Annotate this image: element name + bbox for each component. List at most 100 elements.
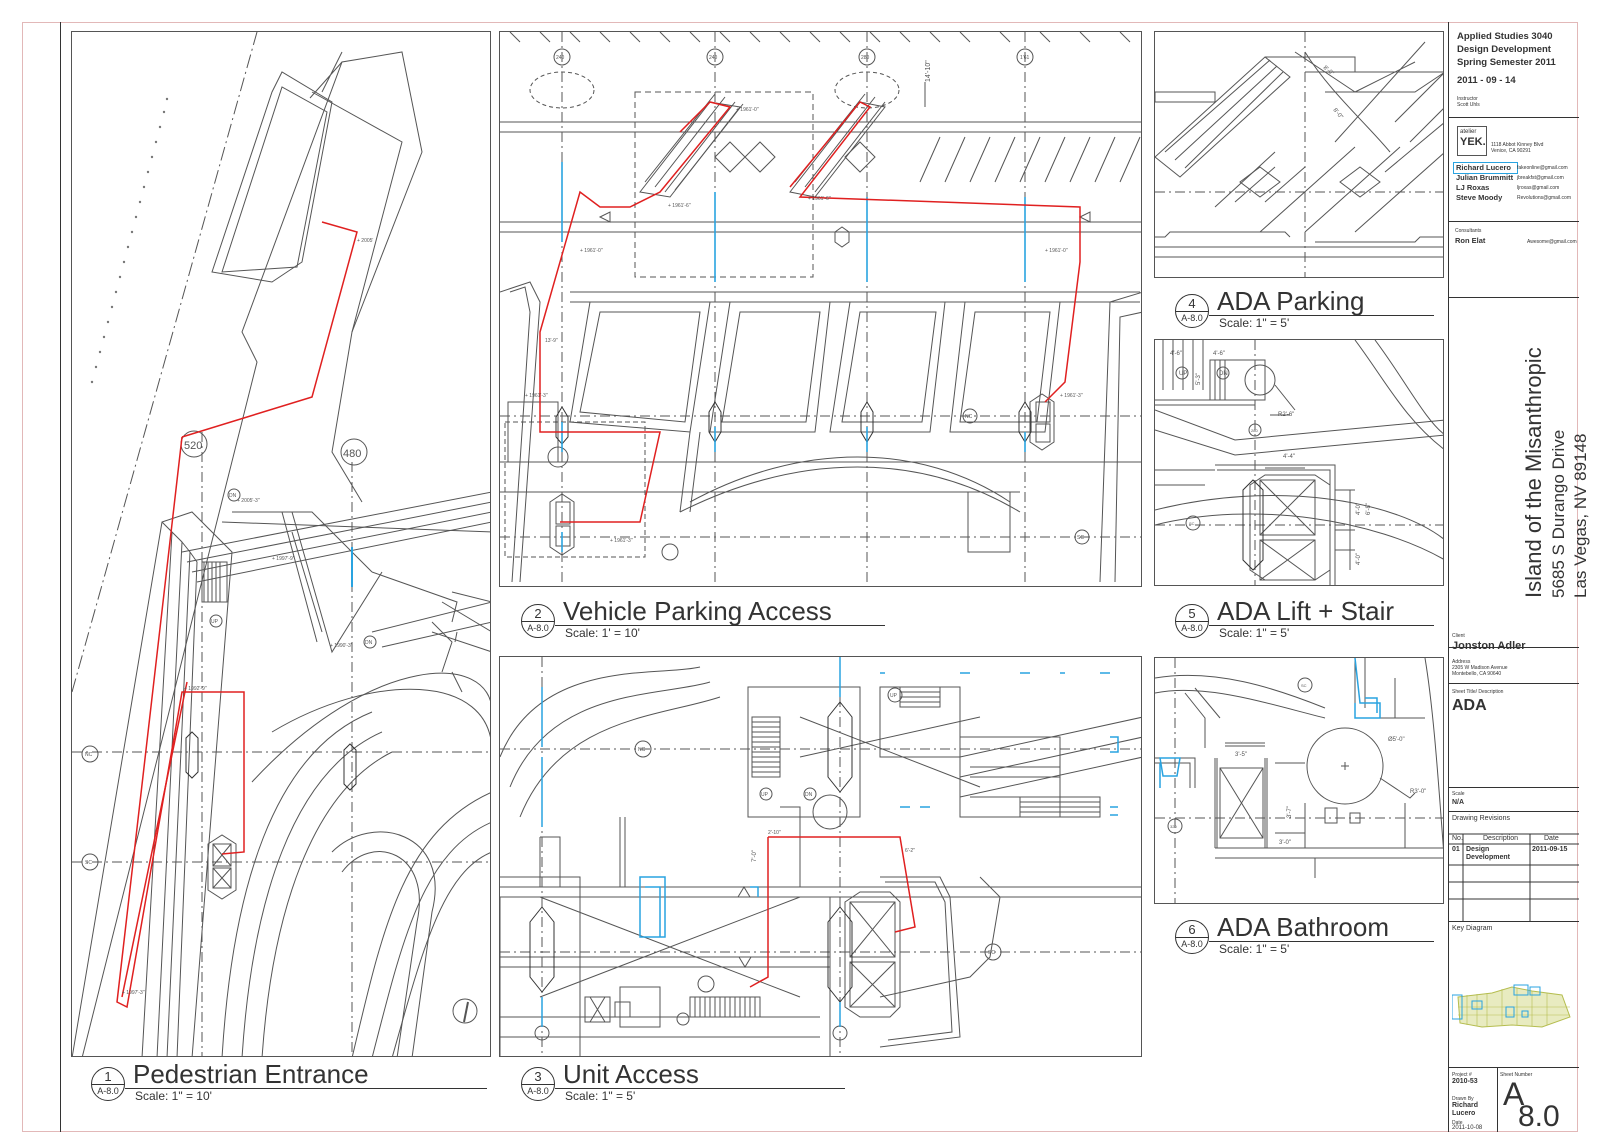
revision-number: 01	[1452, 846, 1460, 853]
key-diagram: Key Diagram	[1449, 922, 1579, 1068]
revision-date: 2011-09-15	[1532, 846, 1568, 853]
drawing-number: 1	[104, 1069, 112, 1084]
sheet-reference: A-8.0	[1181, 939, 1203, 949]
course-name: Applied Studies 3040	[1457, 31, 1553, 42]
project-address-line-1: 5685 S Durango Drive	[1549, 429, 1568, 598]
course-date: 2011 - 09 - 14	[1457, 75, 1516, 86]
drawing-title: Pedestrian Entrance	[133, 1059, 369, 1089]
dimension-note: 13'-9"	[545, 338, 558, 344]
date-label: Date	[1452, 1120, 1463, 1126]
elevation-note: + 2005'-3"	[237, 498, 260, 504]
grid-marker: 320	[1170, 824, 1177, 829]
revision-description: Design Development	[1466, 846, 1510, 861]
drawing-scale: Scale: 1" = 5'	[1219, 316, 1290, 330]
south-corner-tag: SC	[1189, 521, 1195, 526]
course-phase: Design Development	[1457, 44, 1551, 55]
drawing-number: 5	[1188, 606, 1196, 621]
dimension-note: 4'-0"	[1356, 553, 1362, 565]
sheet-reference: A-8.0	[97, 1086, 119, 1096]
team-member-email: ljroxas@gmail.com	[1517, 185, 1560, 191]
team-member-email: fakeonline@gmail.com	[1517, 165, 1568, 171]
elevation-note: + 1961'-0"	[1045, 248, 1068, 254]
grid-marker: 1'61	[1020, 55, 1030, 61]
dimension-note: 14'-10"	[925, 60, 932, 82]
drawing-scale: Scale: 1" = 10'	[135, 1089, 212, 1103]
title-block: Applied Studies 3040 Design Development …	[1448, 22, 1590, 1133]
sheet-title-info: Sheet Title/ Description ADA	[1449, 684, 1579, 788]
ada-parking-plan: 8'-0" 8'-0"	[1155, 32, 1443, 277]
stair-up-tag: UP	[761, 792, 769, 798]
project-title-rotated: Island of the Misanthropic 5685 S Durang…	[1521, 298, 1600, 598]
dimension-note: 6'-8"	[1366, 503, 1372, 515]
dimension-note: 7'-0"	[752, 850, 758, 862]
drawing-title: ADA Parking	[1217, 286, 1365, 316]
pedestrian-entrance-plan: 520 480 NC SC DN UP DN + 2005' + 2005'-3…	[72, 32, 490, 1056]
drawing-pedestrian-entrance: 520 480 NC SC DN UP DN + 2005' + 2005'-3…	[71, 31, 491, 1057]
drawing-title: Vehicle Parking Access	[563, 596, 832, 626]
sheet-reference: A-8.0	[527, 1086, 549, 1096]
south-corner-tag: SC	[85, 860, 92, 866]
dimension-note: 4'-6"	[1213, 351, 1225, 357]
client-address-line-1: 2305 W Madison Avenue	[1452, 665, 1508, 671]
elevation-note: + 1997'-9"	[272, 556, 295, 562]
drawing-scale: Scale: 1" = 5'	[1219, 626, 1290, 640]
ada-lift-stair-plan: 4'-6" 4'-6" UP DN R2'-6" 280 4'-4" SC 5'…	[1155, 340, 1443, 585]
drawing-scale: Scale: 1" = 5'	[565, 1089, 636, 1103]
stair-down-tag: DN	[229, 493, 237, 499]
consultant-email: Awesome@gmail.com	[1527, 239, 1577, 245]
firm-address-line-1: 1118 Abbot Kinney Blvd	[1491, 142, 1544, 148]
unit-access-plan: NC SC UP UP DN 2'-10" 6'-2" 7'-0"	[500, 657, 1141, 1056]
team-member-email: jbreakfst@gmail.com	[1517, 175, 1564, 181]
stair-down-tag-2: DN	[365, 640, 373, 646]
north-corner-tag: NC	[638, 747, 646, 753]
firm-logo-text: YEK.	[1460, 136, 1486, 148]
dimension-note: 2'-10"	[768, 830, 781, 836]
drawing-revisions: Drawing Revisions No. Description Date 0…	[1449, 812, 1579, 922]
grid-marker: 240	[556, 55, 565, 61]
grid-marker: 280	[1251, 428, 1258, 433]
grid-marker: 240	[709, 55, 718, 61]
elevation-note: + 1961'-3"	[1060, 393, 1083, 399]
sheet-reference: A-8.0	[527, 623, 549, 633]
sheet-number-letter: A	[1503, 1076, 1525, 1112]
south-corner-tag: SC	[1077, 535, 1084, 541]
sheet-reference: A-8.0	[1181, 623, 1203, 633]
dimension-note: 3'-5"	[1235, 752, 1247, 758]
sheet-footer: Project # 2010-53 Drawn By Richard Lucer…	[1449, 1068, 1579, 1133]
firm-address-line-2: Venice, CA 90291	[1491, 148, 1531, 154]
drawn-by-first-name: Richard	[1452, 1102, 1479, 1109]
key-diagram-image	[1452, 984, 1571, 1028]
elevation-note: + 1961'-6"	[808, 196, 831, 202]
client-name: Jonston Adler	[1452, 640, 1526, 652]
team-member-name: Steve Moody	[1456, 193, 1503, 202]
sheet-title-label: Sheet Title/ Description	[1452, 689, 1504, 695]
drawing-title: Unit Access	[563, 1059, 699, 1089]
north-corner-tag: NC	[965, 414, 973, 420]
drawing-vehicle-parking-access: 240 240 280 1'61 + 1961'-0" + 1961'-6" +…	[499, 31, 1142, 587]
grid-marker-520: 520	[184, 440, 202, 452]
elevation-note: + 1997'-3"	[122, 990, 145, 996]
stair-down-tag: DN	[1219, 371, 1228, 377]
dimension-note: R3'-0"	[1410, 789, 1426, 795]
elevation-note: + 2005'	[357, 238, 373, 244]
drawing-scale: Scale: 1" = 5'	[1219, 942, 1290, 956]
dimension-note: 6'-2"	[905, 848, 915, 854]
scale-label: Scale	[1452, 791, 1465, 797]
drawing-number: 4	[1188, 296, 1196, 311]
grid-marker-480: 480	[343, 448, 361, 460]
elevation-note: + 1990'-3"	[330, 643, 353, 649]
course-semester: Spring Semester 2011	[1457, 57, 1556, 68]
drawing-ada-bathroom: SC 320 Ø5'-0" 3'-5" R3'-0" 3'-0" 3'-7"	[1154, 657, 1444, 904]
elevation-note: + 1992'-9"	[184, 686, 207, 692]
revisions-header-description: Description	[1483, 835, 1519, 842]
consultants-label: Consultants	[1455, 228, 1482, 234]
team-member-email: Revolutions@gmail.com	[1517, 195, 1571, 201]
elevation-note: + 1961'-3"	[610, 538, 633, 544]
team-member-name: LJ Roxas	[1456, 183, 1490, 192]
